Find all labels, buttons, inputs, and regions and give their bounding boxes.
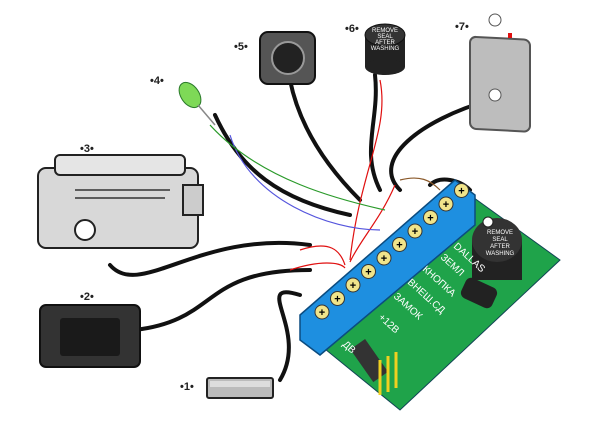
terminal-screw	[330, 291, 345, 306]
terminal-screw	[438, 196, 454, 212]
screw-cross-icon: +	[319, 307, 325, 319]
wires	[108, 73, 492, 382]
label-6: •6•	[345, 23, 359, 35]
power-supply	[39, 304, 141, 368]
screw-cross-icon: +	[443, 199, 449, 211]
buzzer-text-3: AFTER	[375, 40, 395, 46]
screw-cross-icon: +	[365, 267, 371, 279]
terminal-screw	[376, 250, 392, 266]
terminal-screw	[423, 210, 438, 225]
board-buzzer-text-2: SEAL	[492, 237, 508, 243]
screw-cross-icon: +	[427, 213, 433, 225]
screw-cross-icon: +	[334, 294, 340, 306]
board-buzzer-text-3: AFTER	[490, 244, 510, 250]
exit-button	[259, 31, 316, 85]
label-1: •1•	[180, 381, 194, 393]
terminal-screw	[345, 277, 361, 293]
board-buzzer-text-4: WASHING	[486, 251, 515, 257]
buzzer-text-4: WASHING	[371, 46, 400, 52]
board-buzzer-text-1: REMOVE	[487, 230, 513, 236]
terminal-screw	[361, 264, 376, 279]
screw-cross-icon: +	[458, 186, 464, 198]
terminal-screw	[314, 304, 330, 320]
screw-cross-icon: +	[396, 240, 402, 252]
terminal-screw	[407, 223, 423, 239]
screw-cross-icon: +	[350, 280, 356, 292]
controller-board: ++++++++++ REMOVE SEAL AFTER WASHING DAL…	[299, 179, 561, 411]
led	[178, 81, 216, 126]
reed-switch	[206, 377, 274, 399]
key-reader	[469, 13, 531, 133]
terminal-screw	[454, 183, 469, 198]
label-2: •2•	[80, 291, 94, 303]
buzzer-text-1: REMOVE	[372, 28, 398, 34]
buzzer	[364, 23, 406, 75]
screw-cross-icon: +	[381, 253, 387, 265]
screw-cross-icon: +	[412, 226, 418, 238]
label-3: •3•	[80, 143, 94, 155]
label-7: •7•	[455, 21, 469, 33]
label-4: •4•	[150, 75, 164, 87]
buzzer-text-2: SEAL	[377, 34, 393, 40]
label-5: •5•	[234, 41, 248, 53]
electromechanical-lock	[37, 154, 204, 249]
terminal-screw	[392, 237, 407, 252]
